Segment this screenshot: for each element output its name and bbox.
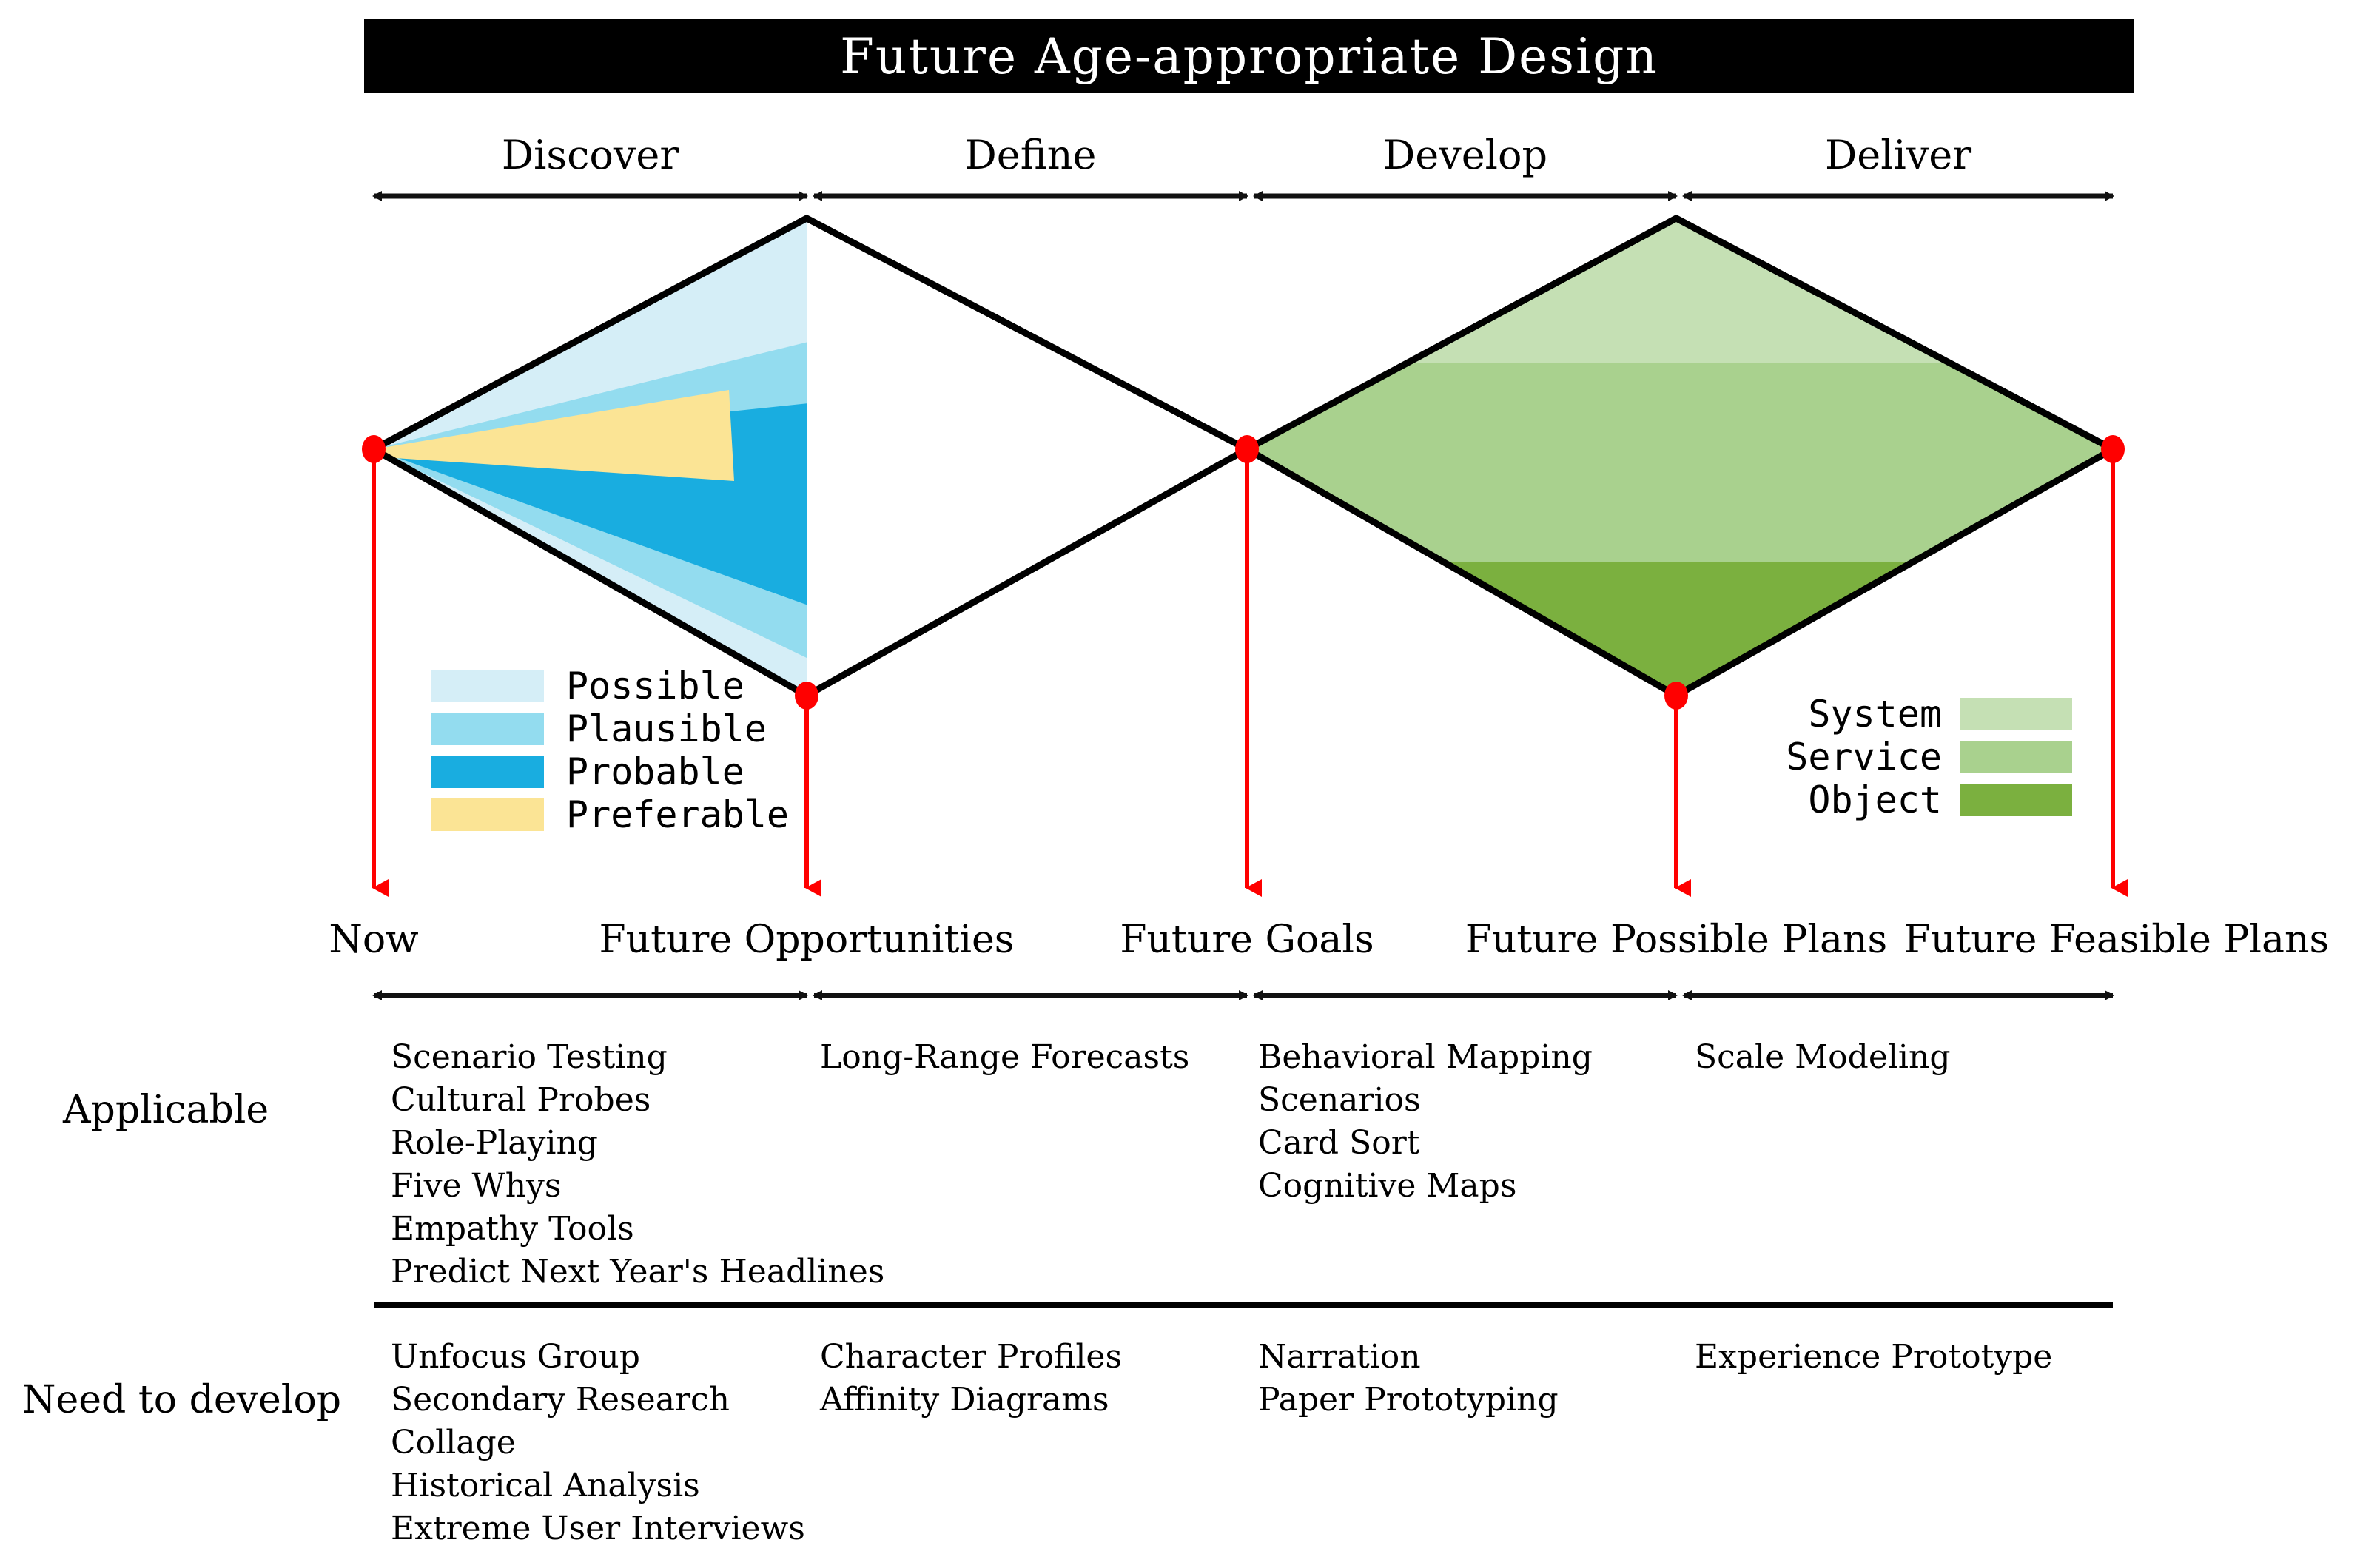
- phase-label-text: Define: [964, 132, 1097, 178]
- phase-label-text: Deliver: [1824, 132, 1972, 178]
- marker-now: [362, 435, 386, 463]
- marker-future-possible-plans: [1664, 682, 1688, 710]
- marker-future-opportunities: [795, 682, 818, 710]
- tech-column-applicable-define: Long-Range Forecasts: [820, 1036, 1189, 1079]
- legend-label-plausible: Plausible: [566, 707, 767, 750]
- legend-label-service: Service: [1786, 736, 1942, 778]
- phase-label-text: Discover: [501, 132, 679, 178]
- outcomes-legend: System Service Object: [1761, 693, 2072, 821]
- title-bar: Future Age-appropriate Design: [364, 19, 2134, 93]
- phase-arrow-row-top: [372, 191, 2114, 201]
- band-object: [1247, 562, 2113, 696]
- tech-item: Narration: [1258, 1338, 1421, 1376]
- band-system: [1247, 218, 2113, 363]
- milestone-label-future-possible-plans: Future Possible Plans: [1465, 918, 1888, 962]
- phase-label-discover: Discover: [374, 132, 807, 178]
- legend-item-probable: Probable: [431, 750, 789, 793]
- legend-item-system: System: [1761, 693, 2072, 736]
- legend-swatch-probable: [431, 756, 544, 788]
- phase-label-develop: Develop: [1254, 132, 1676, 178]
- legend-label-object: Object: [1808, 778, 1942, 821]
- milestone-label-future-feasible-plans: Future Feasible Plans: [1903, 918, 2330, 962]
- legend-item-possible: Possible: [431, 665, 789, 707]
- cone-band-preferable: [374, 390, 734, 481]
- legend-item-service: Service: [1761, 736, 2072, 778]
- tech-item: Unfocus Group: [391, 1338, 640, 1376]
- legend-item-preferable: Preferable: [431, 793, 789, 836]
- phase-arrow-row-bottom: [372, 990, 2114, 1000]
- futures-cone-legend: Possible Plausible Probable Preferable: [431, 665, 789, 836]
- phase-label-deliver: Deliver: [1684, 132, 2113, 178]
- legend-item-plausible: Plausible: [431, 707, 789, 750]
- section-divider: [374, 1302, 2113, 1308]
- tech-item: Cognitive Maps: [1258, 1167, 1517, 1205]
- legend-label-system: System: [1808, 693, 1942, 736]
- phase-label-text: Develop: [1382, 132, 1548, 178]
- tech-item: Cultural Probes: [391, 1081, 651, 1119]
- legend-swatch-plausible: [431, 713, 544, 745]
- tech-item: Empathy Tools: [391, 1210, 634, 1248]
- double-diamond-diagram: [362, 214, 2128, 897]
- outcomes-bands: [1247, 218, 2113, 696]
- tech-column-need-discover: Unfocus Group Secondary Research Collage…: [391, 1336, 805, 1550]
- tech-item: Behavioral Mapping: [1258, 1038, 1593, 1076]
- milestone-label-now: Now: [329, 918, 419, 962]
- futures-cone-bands: [374, 220, 807, 694]
- tech-column-applicable-deliver: Scale Modeling: [1695, 1036, 1951, 1079]
- tech-item: Long-Range Forecasts: [820, 1038, 1190, 1076]
- legend-swatch-service: [1960, 741, 2072, 773]
- milestone-label-future-goals: Future Goals: [1120, 918, 1374, 962]
- tech-column-applicable-discover: Scenario Testing Cultural Probes Role-Pl…: [391, 1036, 884, 1294]
- phase-label-define: Define: [814, 132, 1247, 178]
- tech-item: Character Profiles: [820, 1338, 1123, 1376]
- tech-item: Scenarios: [1258, 1081, 1421, 1119]
- legend-swatch-preferable: [431, 798, 544, 831]
- legend-label-probable: Probable: [566, 750, 744, 793]
- tech-column-applicable-develop: Behavioral Mapping Scenarios Card Sort C…: [1258, 1036, 1593, 1208]
- tech-item: Extreme User Interviews: [391, 1510, 805, 1547]
- tech-item: Secondary Research: [391, 1381, 730, 1419]
- tech-column-need-define: Character Profiles Affinity Diagrams: [820, 1336, 1122, 1422]
- tech-item: Collage: [391, 1424, 516, 1462]
- row-label-need-to-develop: Need to develop: [22, 1378, 342, 1422]
- band-service: [1247, 363, 2113, 562]
- tech-item: Five Whys: [391, 1167, 562, 1205]
- tech-column-need-deliver: Experience Prototype: [1695, 1336, 2052, 1379]
- tech-item: Experience Prototype: [1695, 1338, 2053, 1376]
- legend-swatch-object: [1960, 784, 2072, 816]
- legend-swatch-system: [1960, 698, 2072, 730]
- milestone-droplines: [372, 459, 2128, 897]
- tech-item: Scenario Testing: [391, 1038, 668, 1076]
- tech-column-need-develop: Narration Paper Prototyping: [1258, 1336, 1559, 1422]
- tech-item: Predict Next Year's Headlines: [391, 1253, 885, 1291]
- legend-label-preferable: Preferable: [566, 793, 790, 836]
- marker-future-goals: [1235, 435, 1259, 463]
- legend-swatch-possible: [431, 670, 544, 702]
- tech-item: Paper Prototyping: [1258, 1381, 1559, 1419]
- tech-item: Card Sort: [1258, 1124, 1420, 1162]
- marker-future-feasible-plans: [2101, 435, 2125, 463]
- milestone-label-future-opportunities: Future Opportunities: [599, 918, 1015, 962]
- tech-item: Historical Analysis: [391, 1467, 700, 1504]
- milestone-markers: [362, 435, 2125, 710]
- legend-label-possible: Possible: [566, 665, 744, 707]
- page-title: Future Age-appropriate Design: [840, 27, 1658, 85]
- tech-item: Scale Modeling: [1695, 1038, 1951, 1076]
- tech-item: Role-Playing: [391, 1124, 598, 1162]
- legend-item-object: Object: [1761, 778, 2072, 821]
- tech-item: Affinity Diagrams: [820, 1381, 1109, 1419]
- row-label-applicable: Applicable: [63, 1088, 269, 1132]
